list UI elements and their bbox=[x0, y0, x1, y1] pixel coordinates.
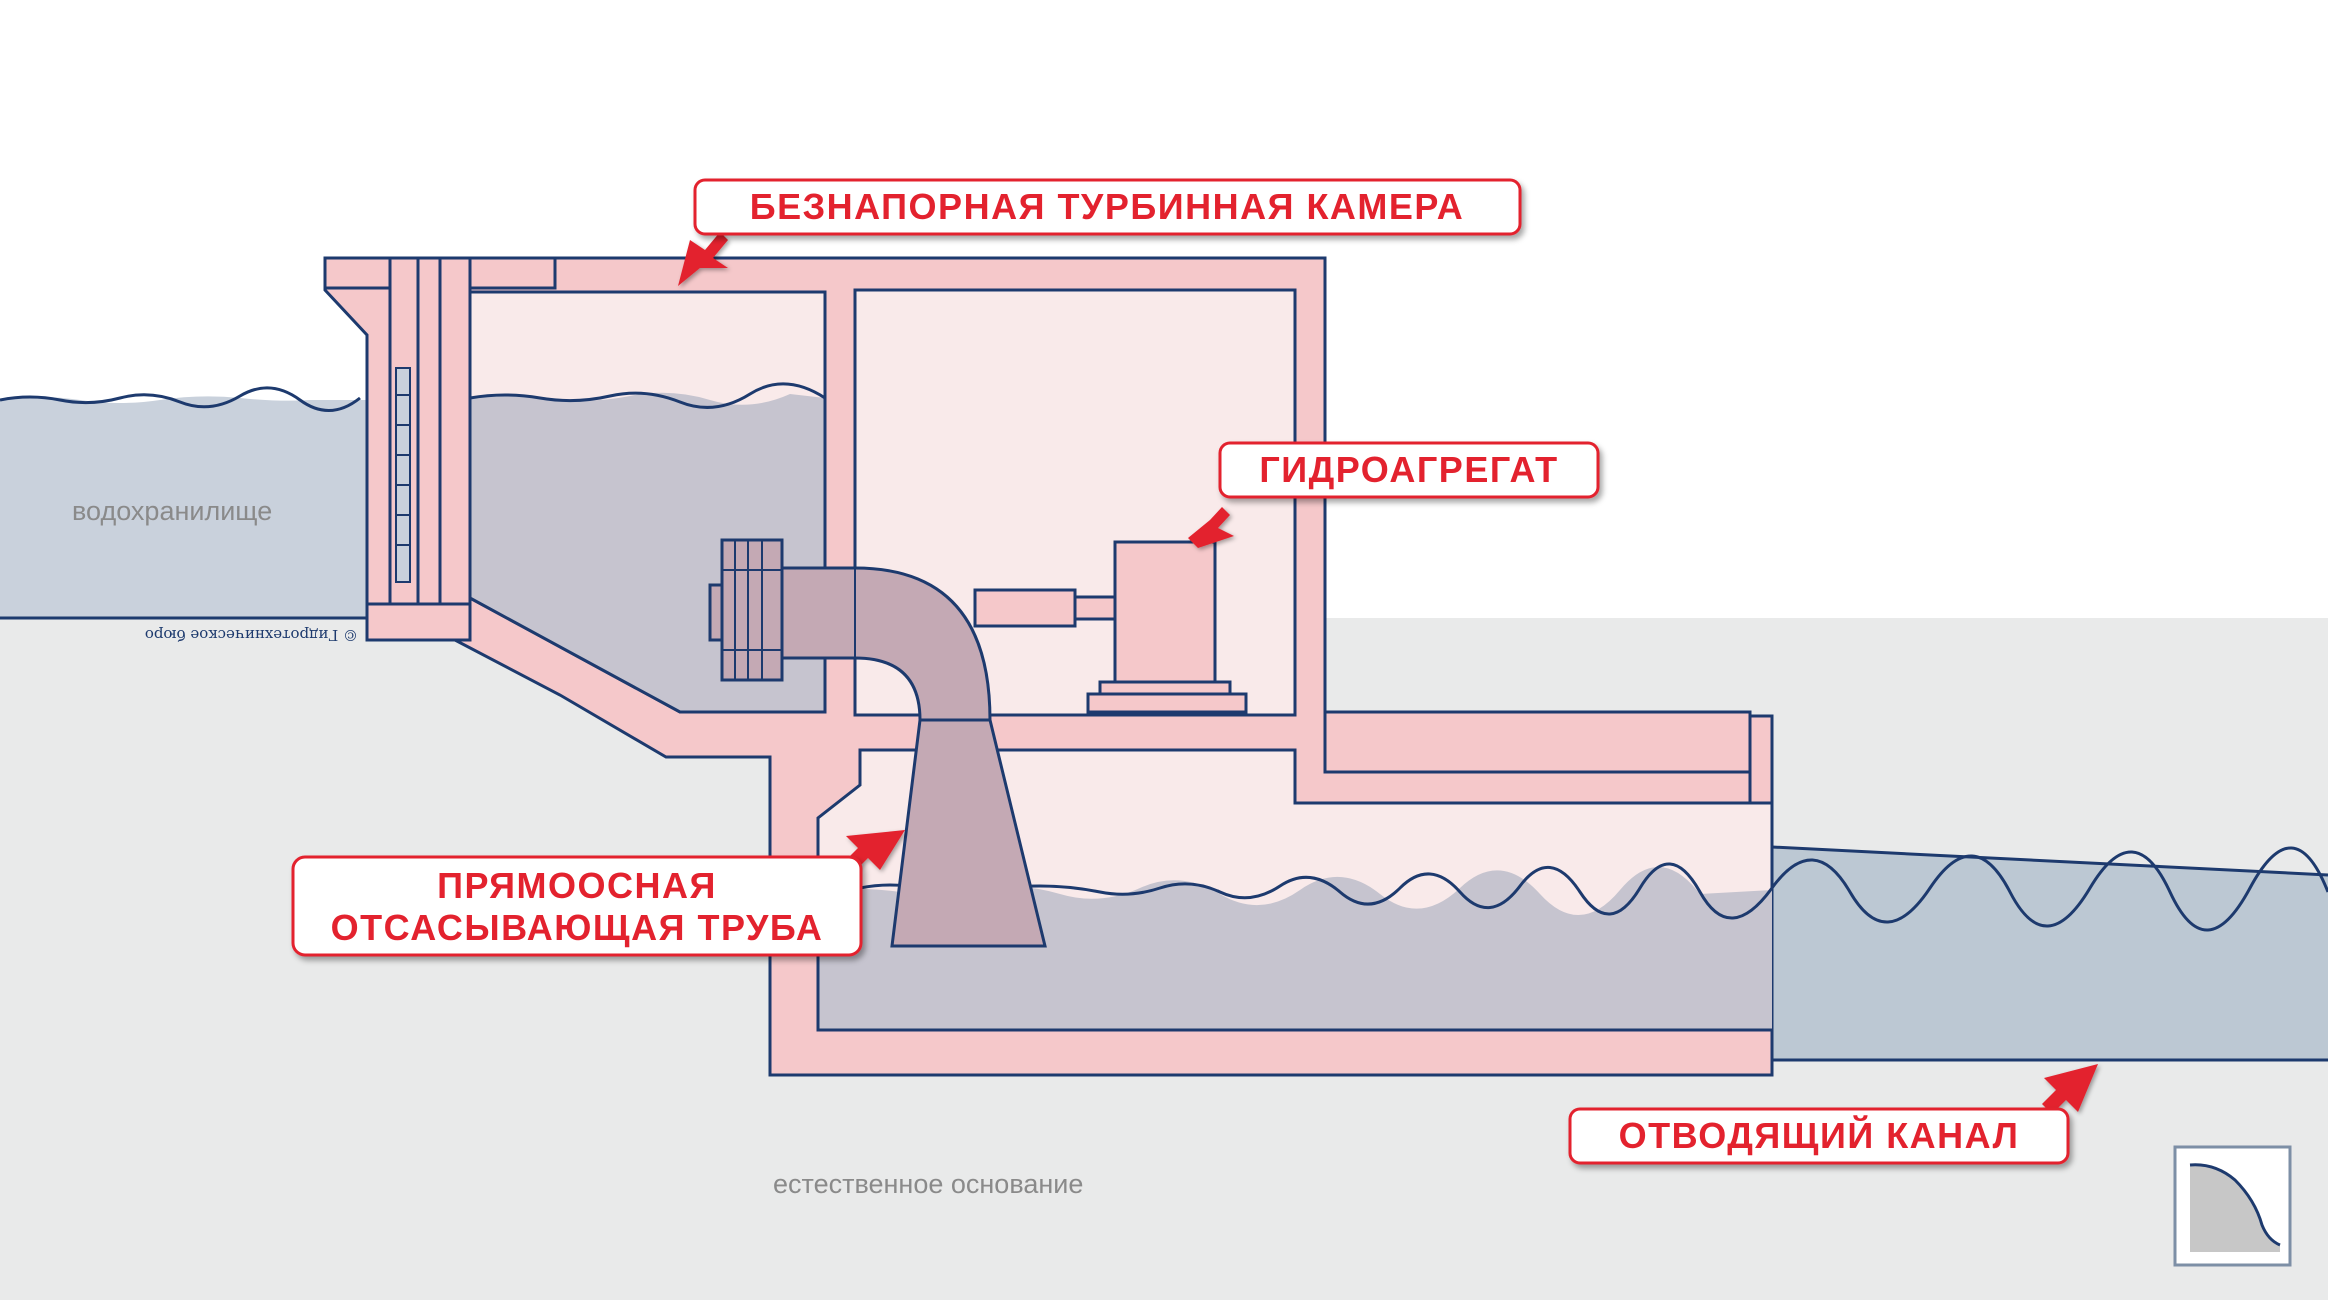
callout-draft-tube: ПРЯМООСНАЯ ОТСАСЫВАЮЩАЯ ТРУБА bbox=[291, 830, 905, 957]
trash-rack-bars bbox=[396, 394, 410, 546]
callout-box bbox=[291, 855, 863, 957]
copyright-mark: © Гидротехническое бюро bbox=[145, 626, 358, 644]
spillway-profile-logo-icon bbox=[2173, 1145, 2292, 1267]
red-arrow-icon bbox=[1188, 507, 1234, 548]
reservoir-label: водохранилище bbox=[72, 496, 272, 526]
callout-label-line1: ПРЯМООСНАЯ bbox=[437, 865, 717, 906]
callout-box bbox=[1568, 1107, 2070, 1165]
generator bbox=[1113, 540, 1217, 684]
canal-water bbox=[1772, 847, 2328, 1060]
shaft-coupling bbox=[1073, 595, 1117, 621]
callout-label: ОТВОДЯЩИЙ КАНАЛ bbox=[1619, 1114, 2020, 1156]
tailwater-water bbox=[818, 866, 1772, 1030]
reservoir-water bbox=[0, 396, 367, 618]
trash-rack bbox=[395, 367, 411, 583]
callout-label: БЕЗНАПОРНАЯ ТУРБИННАЯ КАМЕРА bbox=[750, 186, 1465, 227]
tailrace-slab bbox=[1323, 710, 1752, 774]
callout-box bbox=[1218, 441, 1600, 499]
callout-hydro-unit: ГИДРОАГРЕГАТ bbox=[1188, 441, 1600, 548]
generator-base bbox=[1098, 680, 1232, 696]
water-surfaces bbox=[0, 382, 2328, 932]
callout-turbine-chamber: БЕЗНАПОРНАЯ ТУРБИННАЯ КАМЕРА bbox=[678, 178, 1522, 286]
callout-box bbox=[693, 178, 1522, 236]
turbine-shaft bbox=[973, 588, 1077, 628]
canal-bank-line bbox=[1771, 845, 2328, 877]
intake-sill bbox=[365, 602, 472, 642]
red-arrow-icon bbox=[678, 232, 728, 286]
callout-label: ГИДРОАГРЕГАТ bbox=[1259, 449, 1558, 490]
callout-tailrace-canal: ОТВОДЯЩИЙ КАНАЛ bbox=[1568, 1064, 2098, 1165]
callout-label-line2: ОТСАСЫВАЮЩАЯ ТРУБА bbox=[331, 907, 824, 948]
foundation-label: естественное основание bbox=[773, 1169, 1083, 1199]
generator-foundation bbox=[1086, 692, 1248, 714]
turbine-inlet-flange bbox=[708, 538, 784, 682]
tailrace-wall bbox=[1748, 714, 1774, 805]
red-arrow-icon bbox=[2042, 1064, 2098, 1114]
copyright-text: © Гидротехническое бюро bbox=[145, 626, 358, 644]
